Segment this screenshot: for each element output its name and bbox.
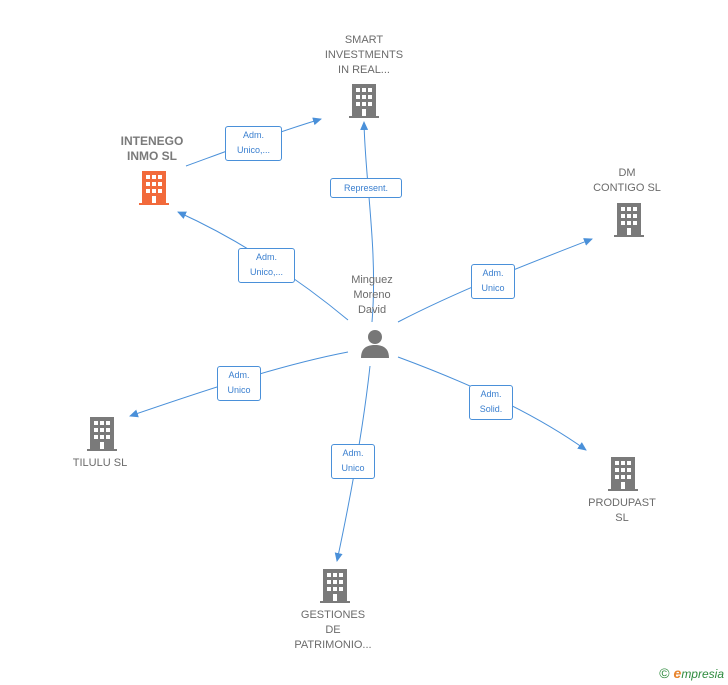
label-line: Minguez	[351, 274, 393, 286]
relation-role: Adm.	[482, 268, 504, 278]
relation-detail: Unico	[341, 463, 365, 473]
relation-detail: Unico,...	[249, 267, 283, 277]
relation-role: Adm.	[480, 389, 502, 399]
company-label-smart[interactable]: SMART INVESTMENTS IN REAL...	[304, 33, 424, 78]
label-line: IN REAL...	[338, 64, 390, 76]
relation-label-produpast[interactable]: Adm. Solid.	[469, 385, 513, 420]
empresia-watermark: ©empresia	[659, 665, 724, 681]
relation-role: Adm.	[255, 252, 277, 262]
building-icon[interactable]	[347, 83, 381, 119]
label-line: Moreno	[353, 289, 391, 301]
company-label-intenego[interactable]: INTENEGO INMO SL	[92, 134, 212, 164]
building-icon[interactable]	[318, 568, 352, 604]
label-line: PRODUPAST	[588, 497, 656, 509]
label-line: GESTIONES	[300, 609, 366, 621]
relation-label-represent[interactable]: Represent.	[330, 178, 402, 198]
relation-label-tilulu[interactable]: Adm. Unico	[217, 366, 261, 401]
relation-detail: Unico	[481, 283, 505, 293]
person-icon[interactable]	[359, 328, 391, 360]
building-icon[interactable]	[612, 202, 646, 238]
relation-label-dm[interactable]: Adm. Unico	[471, 264, 515, 299]
copyright-symbol: ©	[659, 665, 670, 681]
label-line: CONTIGO SL	[593, 182, 661, 194]
label-line: INTENEGO	[120, 134, 184, 148]
relation-role: Adm.	[228, 370, 250, 380]
relation-detail: Unico	[227, 385, 251, 395]
building-icon-highlighted[interactable]	[137, 170, 171, 206]
relation-detail: Unico,...	[236, 145, 270, 155]
building-icon[interactable]	[606, 456, 640, 492]
company-label-tilulu[interactable]: TILULU SL	[40, 456, 160, 471]
brand-logo-text: mpresia	[681, 667, 724, 681]
label-line: INVESTMENTS	[324, 49, 404, 61]
relation-role: Adm.	[342, 448, 364, 458]
brand-logo-initial: e	[673, 665, 682, 681]
edge-represent	[360, 121, 375, 323]
label-line: INMO SL	[127, 149, 177, 163]
label-line: SL	[615, 512, 629, 524]
relation-label-intenego[interactable]: Adm. Unico,...	[238, 248, 295, 283]
person-label[interactable]: Minguez Moreno David	[322, 273, 422, 318]
label-line: SMART	[344, 34, 384, 46]
label-line: David	[357, 304, 387, 316]
relation-role: Adm.	[242, 130, 264, 140]
relation-role: Represent.	[343, 183, 389, 193]
relation-detail: Solid.	[479, 404, 503, 414]
relation-label-gestiones[interactable]: Adm. Unico	[331, 444, 375, 479]
company-label-gestiones[interactable]: GESTIONES DE PATRIMONIO...	[273, 608, 393, 653]
label-line: PATRIMONIO...	[294, 639, 372, 651]
label-line: TILULU SL	[72, 457, 128, 469]
company-label-dm[interactable]: DM CONTIGO SL	[567, 166, 687, 196]
relation-label-intenego-smart[interactable]: Adm. Unico,...	[225, 126, 282, 161]
company-label-produpast[interactable]: PRODUPAST SL	[562, 496, 682, 526]
label-line: DM	[618, 167, 636, 179]
label-line: DE	[325, 624, 341, 636]
building-icon[interactable]	[85, 416, 119, 452]
